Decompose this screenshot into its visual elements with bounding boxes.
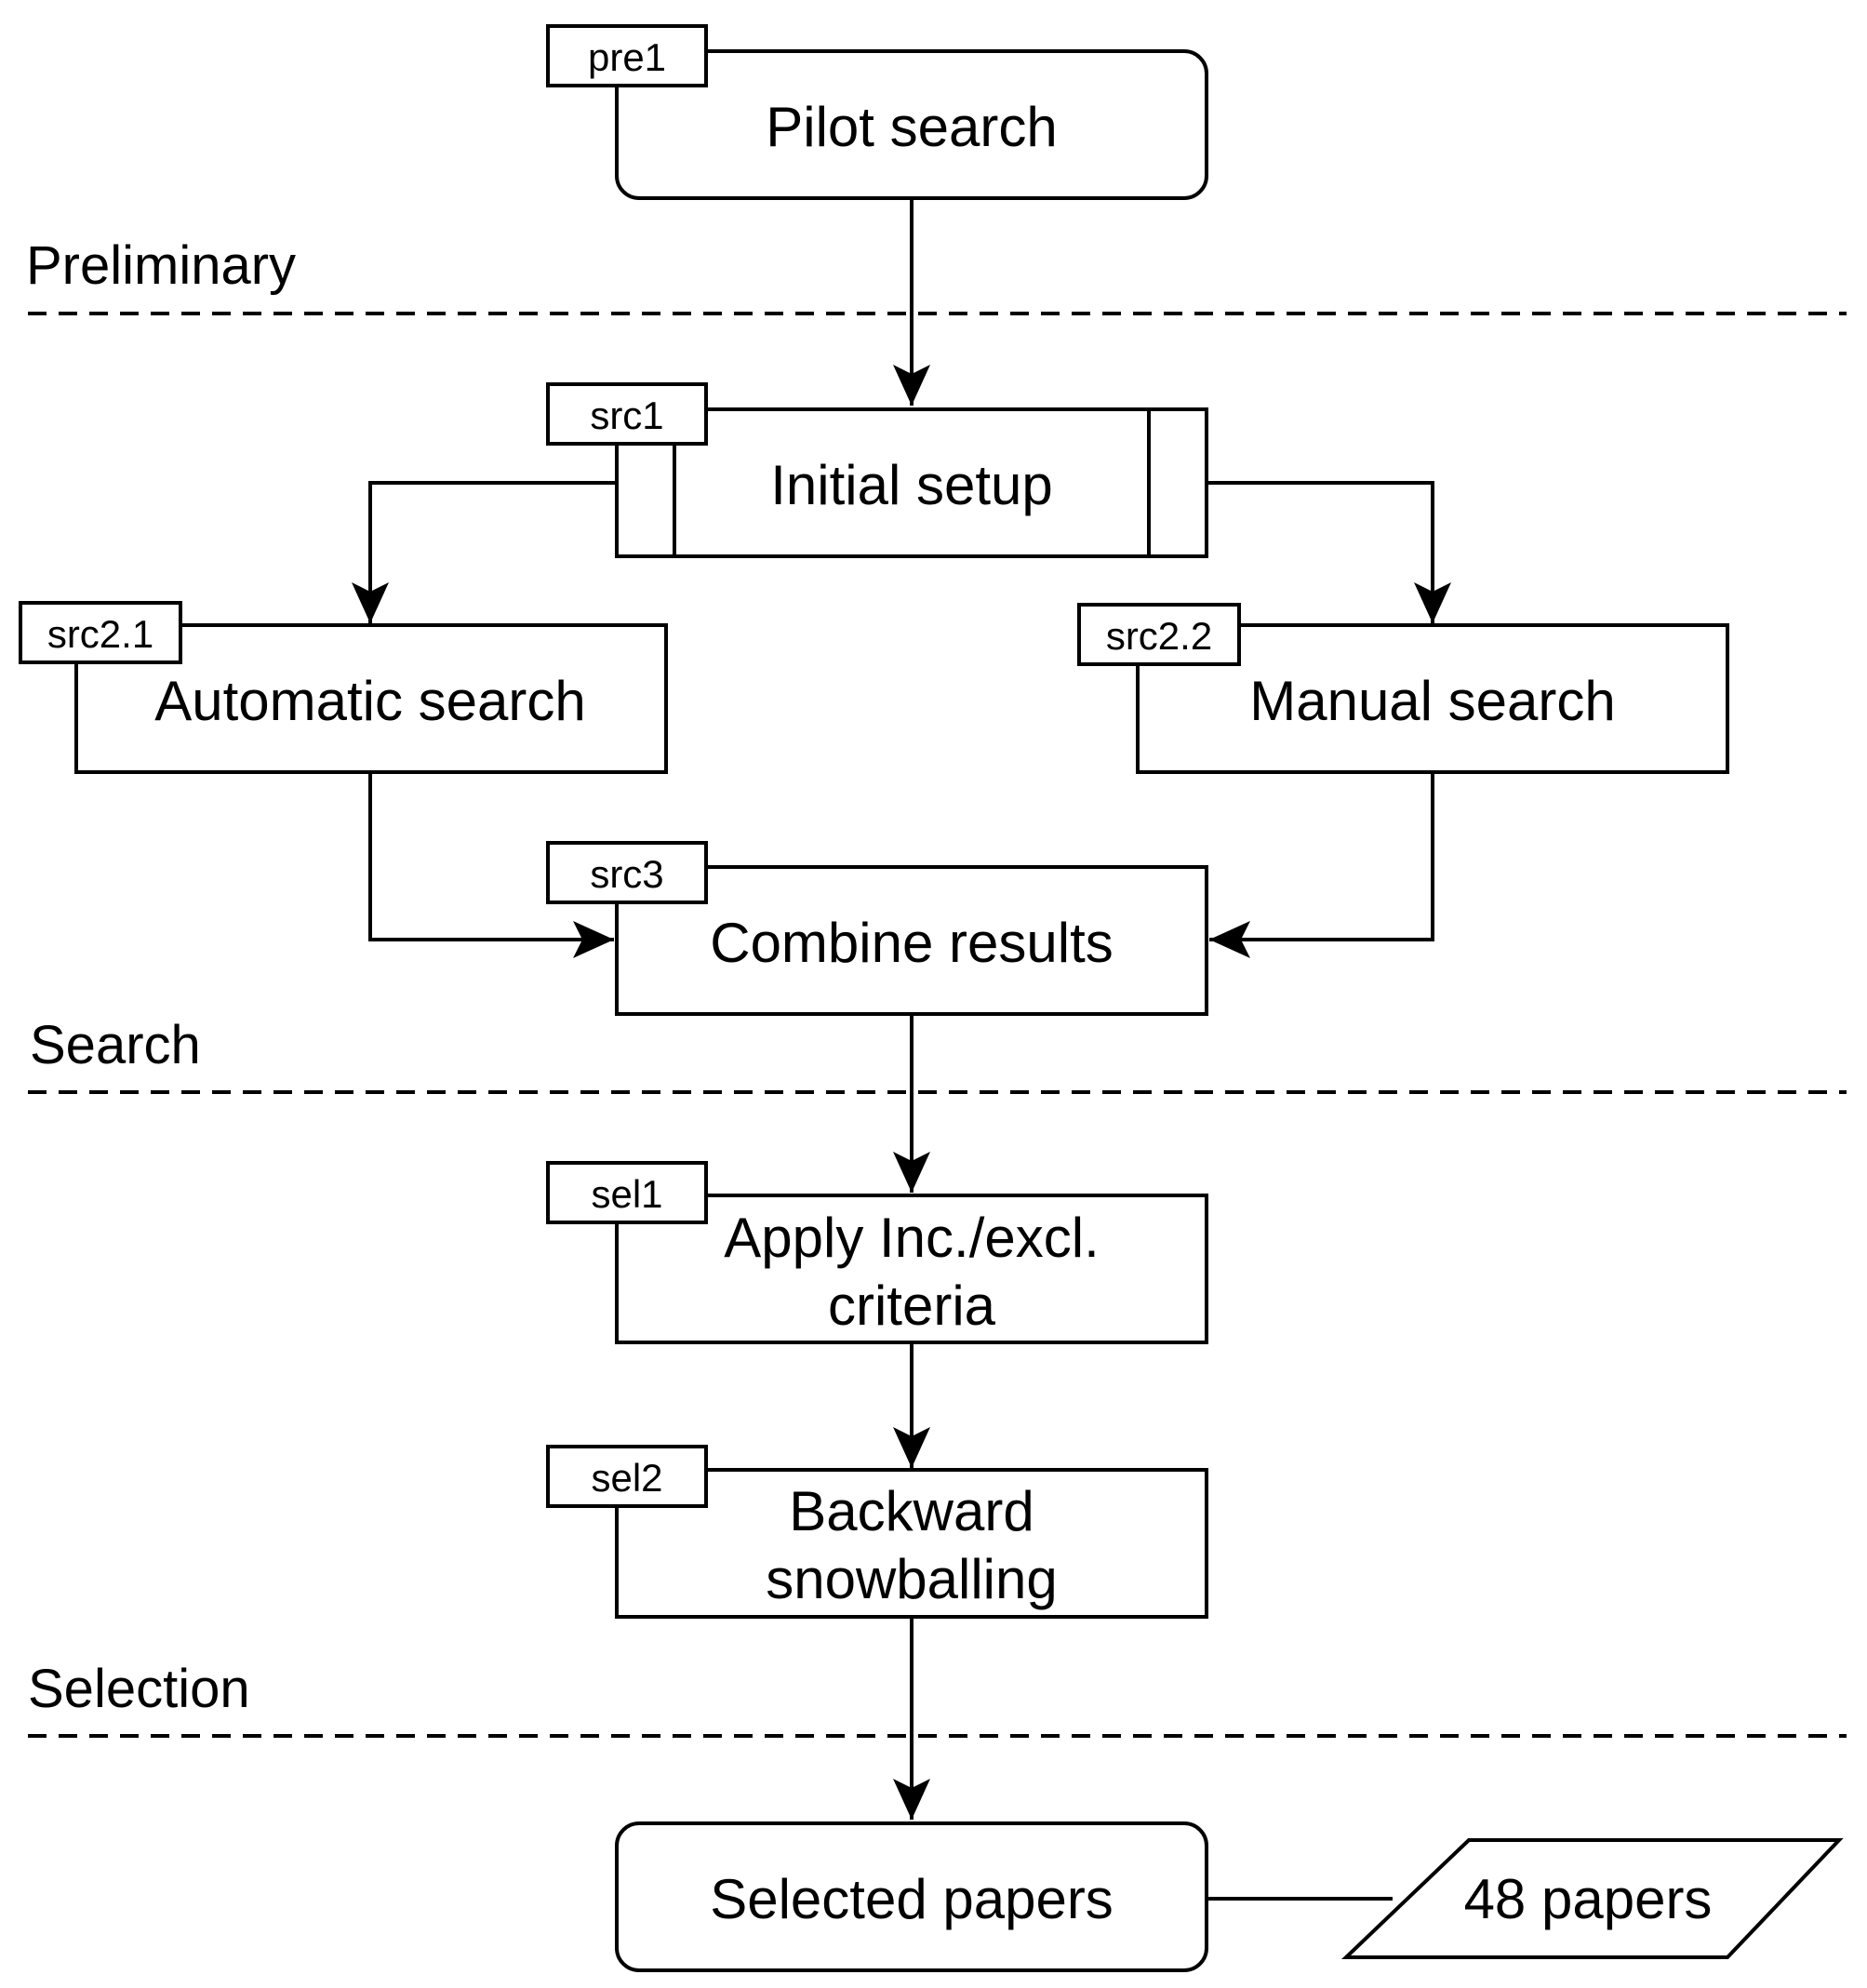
svg-text:src3: src3 <box>590 852 663 896</box>
phase-label-search: Search <box>30 1015 201 1075</box>
result-selected-papers-label: Selected papers <box>710 1868 1114 1930</box>
step-manual-search-label: Manual search <box>1249 670 1616 732</box>
step-combine-results-label: Combine results <box>710 912 1114 974</box>
step-tag-src2-2: src2.2 <box>1077 603 1241 666</box>
step-tag-src2-1: src2.1 <box>19 601 182 664</box>
svg-text:src2.2: src2.2 <box>1106 614 1212 658</box>
phase-label-selection: Selection <box>28 1659 250 1719</box>
step-tag-sel1: sel1 <box>546 1161 708 1224</box>
step-apply-criteria[interactable]: Apply Inc./excl. criteria <box>615 1194 1208 1344</box>
step-pilot-search-label: Pilot search <box>766 96 1057 158</box>
step-tag-src3: src3 <box>546 841 708 904</box>
step-tag-pre1: pre1 <box>546 24 708 87</box>
svg-text:src2.1: src2.1 <box>47 612 153 656</box>
step-backward-snowballing-label-line2: snowballing <box>766 1548 1058 1610</box>
step-backward-snowballing[interactable]: Backward snowballing <box>615 1468 1208 1619</box>
arrow-manual-to-combine <box>1209 772 1434 958</box>
step-tag-sel2: sel2 <box>546 1445 708 1508</box>
arrow-setup-to-manual <box>1207 481 1451 623</box>
step-apply-criteria-label-line1: Apply Inc./excl. <box>724 1207 1100 1269</box>
result-paper-count: 48 papers <box>1341 1838 1844 1959</box>
step-pilot-search[interactable]: Pilot search <box>615 49 1208 200</box>
svg-text:pre1: pre1 <box>588 35 666 79</box>
step-initial-setup-label: Initial setup <box>770 454 1053 516</box>
step-tag-src1: src1 <box>546 382 708 446</box>
step-backward-snowballing-label-line1: Backward <box>789 1480 1034 1542</box>
svg-text:sel1: sel1 <box>591 1172 662 1216</box>
svg-text:sel2: sel2 <box>591 1456 662 1500</box>
arrow-setup-to-automatic <box>352 481 617 623</box>
svg-text:src1: src1 <box>590 394 663 437</box>
step-apply-criteria-label-line2: criteria <box>828 1274 996 1337</box>
arrow-automatic-to-combine <box>368 772 614 958</box>
step-automatic-search-label: Automatic search <box>154 670 586 732</box>
phase-label-preliminary: Preliminary <box>26 235 296 296</box>
result-paper-count-label: 48 papers <box>1464 1868 1713 1930</box>
step-combine-results[interactable]: Combine results <box>615 865 1208 1016</box>
result-selected-papers[interactable]: Selected papers <box>615 1821 1208 1972</box>
step-initial-setup[interactable]: Initial setup <box>615 407 1208 558</box>
